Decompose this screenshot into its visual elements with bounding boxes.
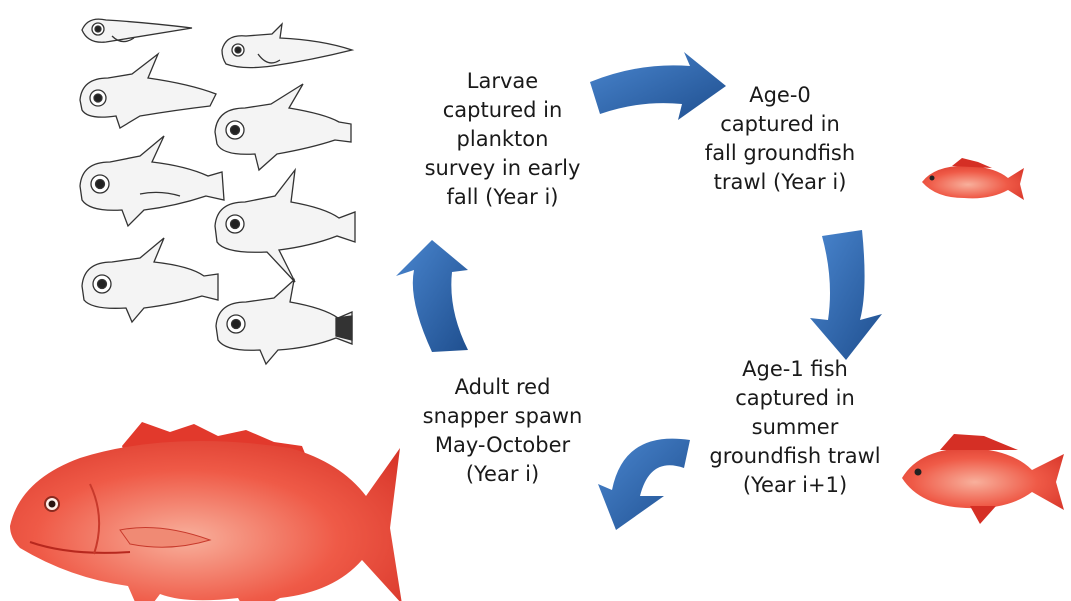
larva-drawing — [222, 24, 352, 68]
larva-drawing — [80, 136, 224, 226]
label-line: survey in early — [395, 154, 610, 183]
label-line: snapper spawn — [395, 402, 610, 431]
label-line: trawl (Year i) — [670, 168, 890, 197]
label-line: (Year i) — [395, 460, 610, 489]
label-line: Larvae — [395, 67, 610, 96]
larva-drawing — [80, 54, 216, 128]
larva-drawing — [215, 170, 355, 282]
label-line: (Year i+1) — [685, 471, 905, 500]
age0-stage-label: Age-0 captured in fall groundfish trawl … — [670, 81, 890, 197]
label-line: captured in — [395, 96, 610, 125]
larva-drawing — [216, 280, 352, 364]
label-line: fall (Year i) — [395, 183, 610, 212]
label-line: groundfish trawl — [685, 442, 905, 471]
arrow-age0-to-age1-icon — [810, 230, 882, 360]
label-line: plankton — [395, 125, 610, 154]
adult-stage-label: Adult red snapper spawn May-October (Yea… — [395, 373, 610, 489]
larva-drawing — [82, 19, 192, 42]
label-line: captured in — [685, 384, 905, 413]
label-line: May-October — [395, 431, 610, 460]
larva-drawing — [215, 84, 351, 170]
larva-drawing — [82, 238, 218, 322]
label-line: Age-1 fish — [685, 355, 905, 384]
larvae-stage-label: Larvae captured in plankton survey in ea… — [395, 67, 610, 212]
red-snapper-fish-icon — [902, 434, 1064, 524]
label-line: summer — [685, 413, 905, 442]
label-line: captured in — [670, 110, 890, 139]
label-line: Adult red — [395, 373, 610, 402]
label-line: Age-0 — [670, 81, 890, 110]
age1-stage-label: Age-1 fish captured in summer groundfish… — [685, 355, 905, 500]
red-snapper-fish-icon — [922, 158, 1024, 200]
arrow-age1-to-adult-icon — [598, 439, 690, 530]
larval-fish-drawings — [80, 19, 355, 364]
arrow-adult-to-larvae-icon — [396, 240, 468, 352]
label-line: fall groundfish — [670, 139, 890, 168]
red-snapper-adult-fish-icon — [10, 422, 402, 601]
